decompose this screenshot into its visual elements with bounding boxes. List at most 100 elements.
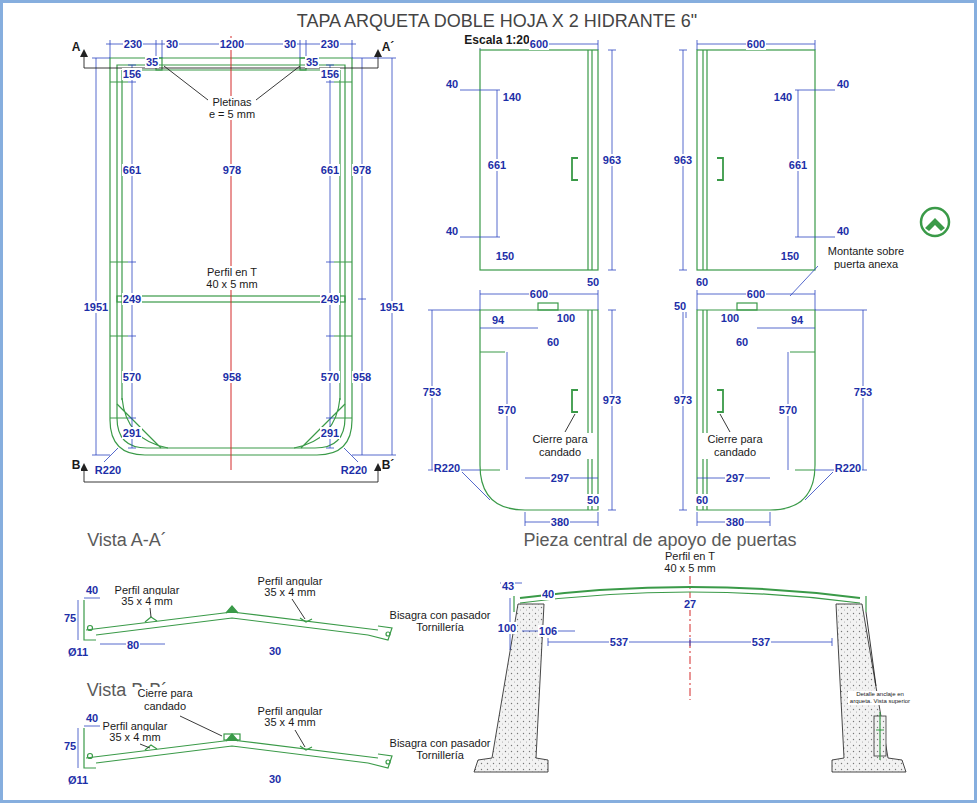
dimension-label: 30 bbox=[165, 38, 179, 51]
dimension-label: 40 bbox=[445, 78, 459, 91]
dimension-label: 249 bbox=[122, 293, 142, 306]
dimension-label: 100 bbox=[720, 312, 740, 325]
dimension-label: 570 bbox=[320, 371, 340, 384]
dimension-label: 291 bbox=[122, 427, 142, 440]
note-label: Escala 1:20 bbox=[463, 34, 530, 48]
dimension-label: 661 bbox=[320, 164, 340, 177]
dimension-label: 753 bbox=[422, 386, 442, 399]
dimension-label: 100 bbox=[556, 312, 576, 325]
note-label: Tornillería bbox=[415, 621, 465, 634]
note-label: Perfil en T bbox=[206, 266, 258, 279]
note-label: Detalle anclaje en arqueta. Vista superi… bbox=[848, 691, 912, 705]
dimension-label: 537 bbox=[609, 636, 629, 649]
note-label: Perfil en T bbox=[664, 550, 716, 563]
dimension-label: 963 bbox=[602, 154, 622, 167]
dimension-label: 50 bbox=[673, 300, 687, 313]
view-icon bbox=[921, 208, 949, 236]
dimension-label: Ø11 bbox=[67, 774, 89, 787]
note-label: Cierre para candado bbox=[130, 687, 200, 712]
dimension-label: 570 bbox=[122, 371, 142, 384]
dimension-label: 30 bbox=[268, 773, 282, 786]
dimension-label: R220 bbox=[433, 462, 461, 475]
dimension-label: 291 bbox=[320, 427, 340, 440]
dimension-label: 30 bbox=[283, 38, 297, 51]
dimension-label: 150 bbox=[495, 250, 515, 263]
dimension-label: 60 bbox=[695, 276, 709, 289]
dimension-label: 958 bbox=[222, 371, 242, 384]
note-label: Cierre para candado bbox=[525, 433, 595, 458]
dimension-label: 50 bbox=[586, 494, 600, 507]
dimension-label: Ø11 bbox=[67, 646, 89, 659]
note-label: 35 x 4 mm bbox=[120, 595, 173, 608]
dimension-label: 963 bbox=[673, 154, 693, 167]
dimension-label: 150 bbox=[780, 250, 800, 263]
dimension-label: 50 bbox=[586, 276, 600, 289]
dimension-label: 978 bbox=[352, 164, 372, 177]
dimension-label: 249 bbox=[320, 293, 340, 306]
dimension-label: 60 bbox=[735, 336, 749, 349]
note-label: Bisagra con pasador bbox=[389, 609, 492, 622]
note-label: 35 x 4 mm bbox=[108, 731, 161, 744]
note-label: Montante sobre puerta anexa bbox=[818, 245, 915, 270]
dimension-label: 40 bbox=[836, 78, 850, 91]
dimension-label: R220 bbox=[340, 464, 368, 477]
note-label: Cierre para candado bbox=[700, 433, 770, 458]
dimension-label: 1951 bbox=[83, 301, 109, 314]
dimension-label: 35 bbox=[145, 56, 159, 69]
dimension-label: 1200 bbox=[219, 38, 245, 51]
dimension-label: 570 bbox=[778, 404, 798, 417]
dimension-label: 230 bbox=[123, 38, 143, 51]
note-label: Bisagra con pasador bbox=[389, 737, 492, 750]
note-label: Tornillería bbox=[415, 749, 465, 762]
dimension-label: 973 bbox=[673, 394, 693, 407]
dimension-label: 661 bbox=[487, 159, 507, 172]
dimension-label: 661 bbox=[122, 164, 142, 177]
dimension-label: 958 bbox=[352, 371, 372, 384]
dimension-label: 30 bbox=[268, 645, 282, 658]
dimension-label: 156 bbox=[122, 68, 142, 81]
note-label: 40 x 5 mm bbox=[663, 562, 716, 575]
dimension-label: 1951 bbox=[379, 301, 405, 314]
dimension-label: 380 bbox=[550, 516, 570, 529]
dimension-label: 978 bbox=[222, 164, 242, 177]
dimension-label: 60 bbox=[546, 336, 560, 349]
dimension-label: 40 bbox=[85, 712, 99, 725]
dimension-label: 537 bbox=[751, 636, 771, 649]
dimension-label: 94 bbox=[790, 314, 804, 327]
dimension-label: 297 bbox=[725, 472, 745, 485]
dimension-label: 94 bbox=[491, 314, 505, 327]
dimension-label: 661 bbox=[788, 159, 808, 172]
dimension-label: 600 bbox=[746, 288, 766, 301]
dimension-label: 40 bbox=[445, 225, 459, 238]
dimension-label: 60 bbox=[695, 494, 709, 507]
note-label: A bbox=[71, 41, 82, 55]
dimension-label: 600 bbox=[529, 288, 549, 301]
dimension-label: R220 bbox=[834, 462, 862, 475]
dimension-label: 106 bbox=[538, 625, 558, 638]
note-label: 35 x 4 mm bbox=[263, 716, 316, 729]
dimension-label: 570 bbox=[497, 404, 517, 417]
drawing-title: TAPA ARQUETA DOBLE HOJA X 2 HIDRANTE 6" bbox=[296, 11, 699, 32]
dimension-label: 27 bbox=[683, 598, 697, 611]
dimension-label: 40 bbox=[836, 225, 850, 238]
dimension-label: 753 bbox=[853, 386, 873, 399]
dimension-label: 100 bbox=[497, 622, 517, 635]
note-label: A´ bbox=[381, 41, 396, 55]
note-label: 40 x 5 mm bbox=[205, 278, 258, 291]
dimension-label: R220 bbox=[94, 464, 122, 477]
dimension-label: 600 bbox=[746, 38, 766, 51]
note-label: B´ bbox=[381, 459, 396, 473]
note-label: e = 5 mm bbox=[208, 108, 256, 121]
dimension-label: 75 bbox=[63, 612, 77, 625]
dimension-label: 973 bbox=[602, 394, 622, 407]
dimension-label: 156 bbox=[320, 68, 340, 81]
dimension-label: 40 bbox=[85, 584, 99, 597]
dimension-label: 35 bbox=[305, 56, 319, 69]
note-label: 35 x 4 mm bbox=[263, 586, 316, 599]
note-label: B bbox=[71, 459, 82, 473]
dimension-label: 380 bbox=[725, 516, 745, 529]
view-heading: Pieza central de apoyo de puertas bbox=[522, 530, 797, 551]
note-label: Pletinas bbox=[211, 96, 252, 109]
dimension-label: 43 bbox=[501, 580, 515, 593]
dimension-label: 40 bbox=[541, 588, 555, 601]
